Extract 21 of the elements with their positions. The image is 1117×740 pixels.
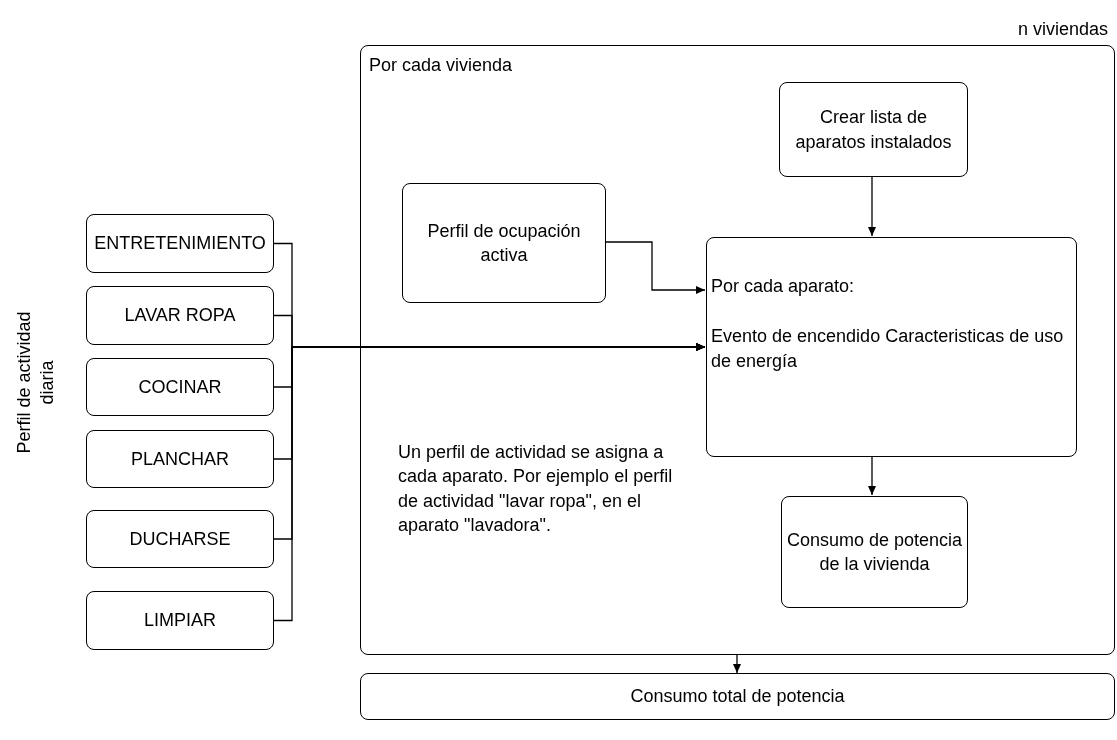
process-box: LIMPIAR	[86, 591, 274, 650]
arrow	[868, 455, 876, 496]
side-label: Perfil de actividad diaria	[12, 310, 57, 456]
box-heading: Por cada aparato:	[711, 275, 856, 298]
process-box: Consumo de potencia de la vivienda	[781, 496, 968, 608]
arrow	[868, 175, 876, 237]
arrow	[733, 654, 741, 674]
note-text: Un perfil de actividad se asigna a cada aparato. Por ejemplo el perfil de actividad "lavar ropa", en el aparato "lavadora".	[398, 441, 674, 537]
process-box: PLANCHAR	[86, 430, 274, 488]
arrow	[273, 343, 706, 622]
box-body: Evento de encendido Caracteristicas de uso de energía	[711, 325, 1065, 373]
process-box: ENTRETENIMIENTO	[86, 214, 274, 273]
process-box: LAVAR ROPA	[86, 286, 274, 345]
process-box: Crear lista de aparatos instalados	[779, 82, 968, 177]
loop-count: n viviendas	[1017, 18, 1108, 41]
process-box: COCINAR	[86, 358, 274, 416]
process-box: Perfil de ocupación activa	[402, 183, 606, 303]
frame-title: Por cada vivienda	[369, 54, 513, 77]
process-box: DUCHARSE	[86, 510, 274, 568]
arrow	[604, 241, 706, 294]
total-bar: Consumo total de potencia	[360, 673, 1115, 720]
